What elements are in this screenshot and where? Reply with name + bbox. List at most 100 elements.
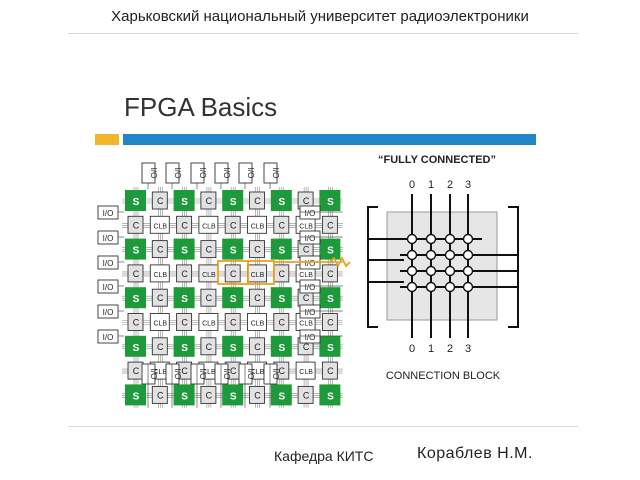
connection-box [151,191,168,210]
connection-box-label: C [181,318,188,328]
cb-switch-point [425,249,437,261]
connection-box-label: C [133,269,140,279]
connection-box [151,240,168,259]
switch-block-label: S [181,197,188,208]
connection-box [321,313,338,331]
connection-box-label: C [157,342,164,352]
connection-box-label: C [279,366,286,376]
connection-box-label: C [254,293,261,303]
bottom-divider [68,426,578,427]
connection-box [249,240,265,259]
connection-box [297,385,314,404]
cb-switch-point [444,249,456,261]
clb-block [198,215,219,234]
switch-block [270,335,292,357]
clb-label: CLB [153,321,167,328]
connection-box-label: C [327,366,334,376]
connection-box [200,191,217,210]
clb-label: CLB [251,369,265,376]
clb-label: CLB [251,223,265,230]
author-label: Кораблев Н.М. [417,445,533,462]
column-index-bottom: 3 [465,343,471,355]
connection-box [151,337,168,356]
connection-box-label: C [181,269,188,279]
switch-block-label: S [133,197,140,208]
io-pad-bottom [214,363,229,385]
cb-switch-point [462,233,474,245]
switch-block-label: S [133,343,140,354]
clb-label: CLB [251,272,265,279]
connection-box-label: C [230,220,237,230]
connection-box-label: C [133,366,140,376]
io-label: I/O [222,168,231,179]
switch-block-label: S [181,246,188,257]
io-pad-right [299,230,321,245]
switch-block [173,190,195,211]
io-pad-right [299,329,321,344]
connection-box [321,361,338,380]
io-pad-right [299,279,321,294]
clb-label: CLB [299,272,313,279]
connection-box-label: C [157,245,164,255]
io-label: I/O [305,308,316,317]
column-index-top: 1 [428,179,434,191]
io-pad-bottom [165,363,180,385]
io-label: I/O [173,168,182,179]
clb-label: CLB [153,369,167,376]
switch-block-label: S [230,391,237,402]
switch-block [125,238,146,260]
io-label: I/O [103,259,114,268]
switch-block [222,384,244,406]
cb-switch-point [462,265,474,277]
cb-switch-point [425,233,437,245]
clb-block [198,313,219,331]
connection-box-label: C [254,390,261,400]
io-label: I/O [246,168,255,179]
connection-box-label: C [279,220,286,230]
clb-label: CLB [299,321,313,328]
connection-box [273,215,290,234]
clb-label: CLB [202,369,216,376]
switch-block-label: S [230,343,237,354]
io-label: I/O [271,168,280,179]
connection-box-label: C [133,318,140,328]
cb-switch-point [406,233,418,245]
connection-box [321,264,338,283]
switch-block [319,287,341,309]
clb-label: CLB [299,369,313,376]
io-pad-top [263,162,278,184]
connection-box-label: C [133,220,140,230]
switch-block-label: S [278,246,285,257]
switch-block [222,287,244,309]
switch-block [270,287,292,309]
io-label: I/O [198,369,207,380]
cb-switch-point [406,265,418,277]
connection-box-label: C [303,293,310,303]
switch-block-label: S [278,294,285,305]
top-divider [68,33,578,34]
switch-block [270,190,292,211]
column-index-bottom: 2 [447,343,453,355]
clb-label: CLB [251,321,265,328]
clb-block [149,264,170,283]
switch-block-label: S [181,294,188,305]
connection-box-label: C [181,366,188,376]
connection-box-label: C [206,342,213,352]
switch-block [270,384,292,406]
switch-block-label: S [327,294,334,305]
connection-box [200,385,217,404]
switch-block [125,287,146,309]
connection-box-label: C [303,342,310,352]
connection-box-label: C [279,269,286,279]
clb-label: CLB [153,223,167,230]
switch-block [222,335,244,357]
cb-switch-point [425,265,437,277]
switch-block-label: S [133,246,140,257]
connection-box [127,313,144,331]
switch-block-label: S [133,391,140,402]
connection-box [249,385,265,404]
connection-box-label: C [230,318,237,328]
title-accent-orange [95,134,119,145]
switch-block-label: S [278,391,285,402]
